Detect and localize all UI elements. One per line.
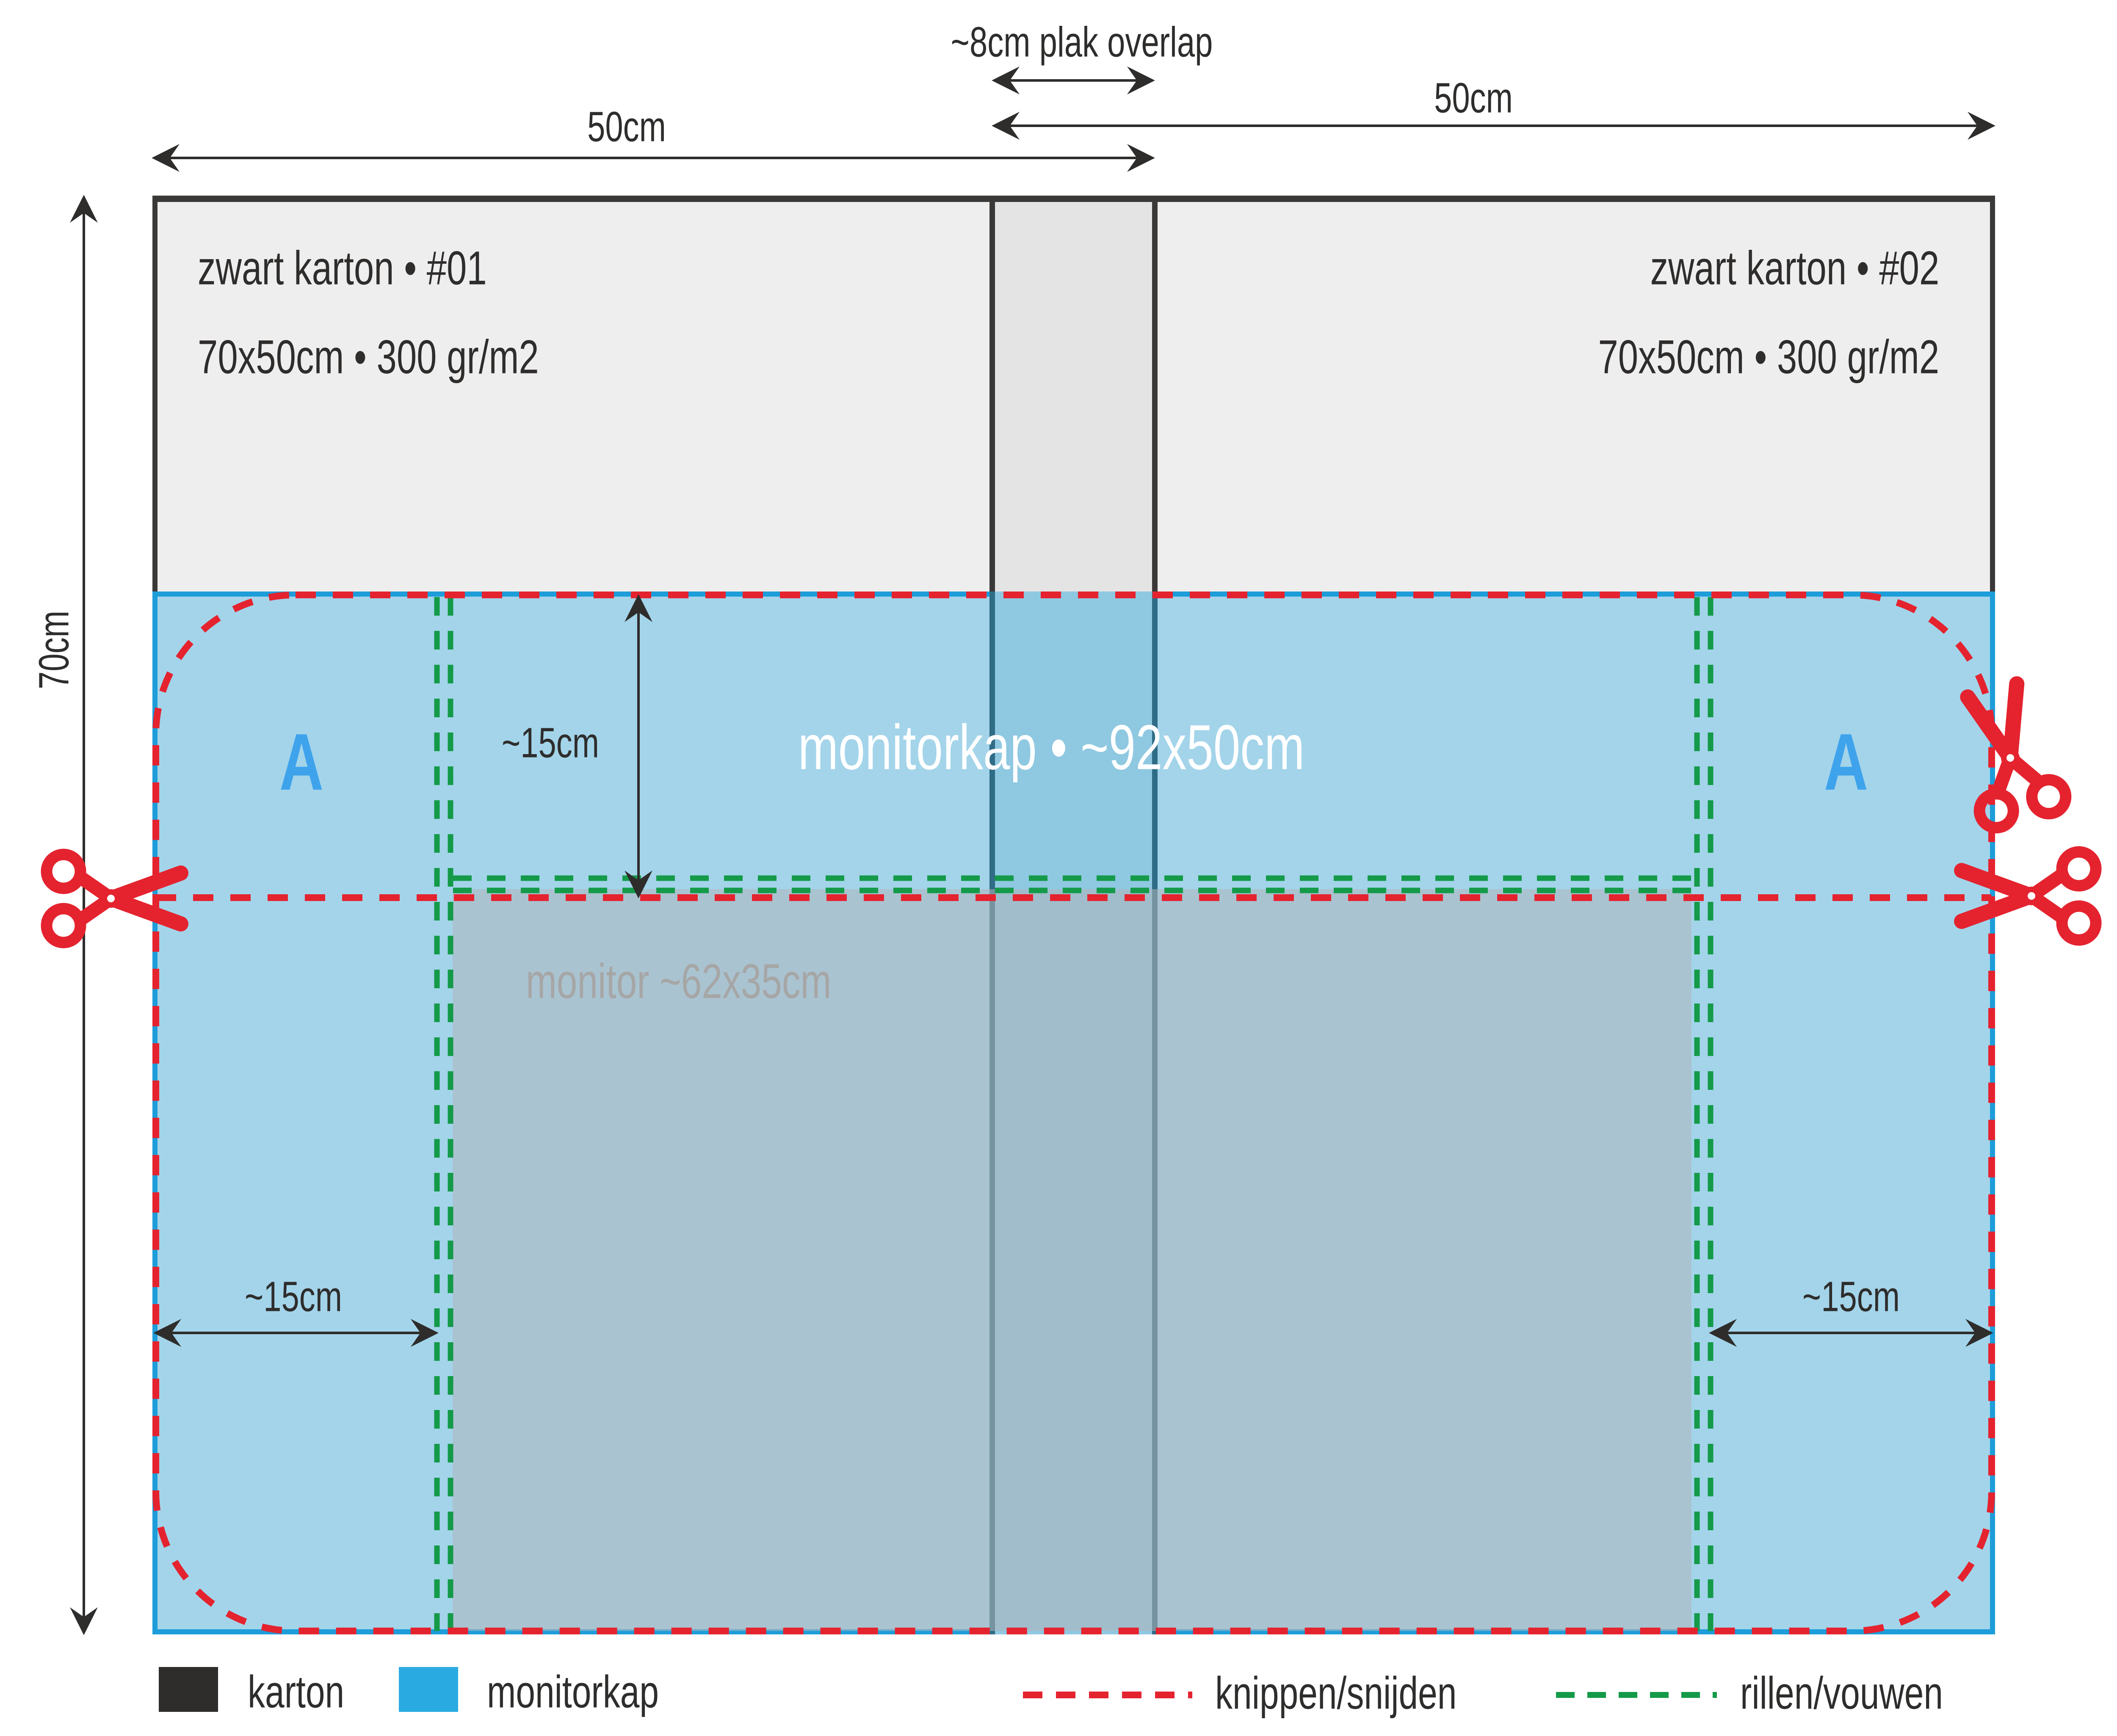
monitor-label: monitor ~62x35cm bbox=[526, 954, 832, 1009]
legend-karton-swatch bbox=[159, 1667, 218, 1712]
legend-monitorkap-label: monitorkap bbox=[487, 1666, 659, 1717]
legend-karton-label: karton bbox=[248, 1666, 345, 1717]
side-left-label: ~15cm bbox=[244, 1273, 343, 1321]
legend-monitorkap-swatch bbox=[399, 1667, 458, 1712]
legend-fold-line-sample bbox=[1556, 1692, 1717, 1698]
sheet1-spec: 70x50cm • 300 gr/m2 bbox=[198, 330, 539, 384]
sheet2-title: zwart karton • #02 bbox=[1650, 241, 1939, 295]
sheet-height-label: 70cm bbox=[30, 611, 78, 689]
sheet2-spec: 70x50cm • 300 gr/m2 bbox=[1598, 330, 1939, 384]
panel-letter-a-left: A bbox=[279, 717, 324, 807]
side-right-label: ~15cm bbox=[1802, 1273, 1900, 1321]
panel-letter-a-right: A bbox=[1824, 717, 1868, 807]
glue-overlap-strip-karton bbox=[989, 196, 1158, 592]
legend-cut-label: knippen/snijden bbox=[1215, 1667, 1457, 1719]
flap-depth-label: ~15cm bbox=[501, 719, 600, 767]
sheet1-title: zwart karton • #01 bbox=[198, 241, 487, 295]
sheet1-width-label: 50cm bbox=[587, 103, 666, 151]
hood-title: monitorkap • ~92x50cm bbox=[798, 711, 1305, 783]
overlap-dimension-label: ~8cm plak overlap bbox=[951, 18, 1213, 66]
legend-fold-label: rillen/vouwen bbox=[1740, 1667, 1943, 1719]
sheet2-width-label: 50cm bbox=[1434, 74, 1513, 122]
legend-cut-line-sample bbox=[1023, 1692, 1192, 1698]
